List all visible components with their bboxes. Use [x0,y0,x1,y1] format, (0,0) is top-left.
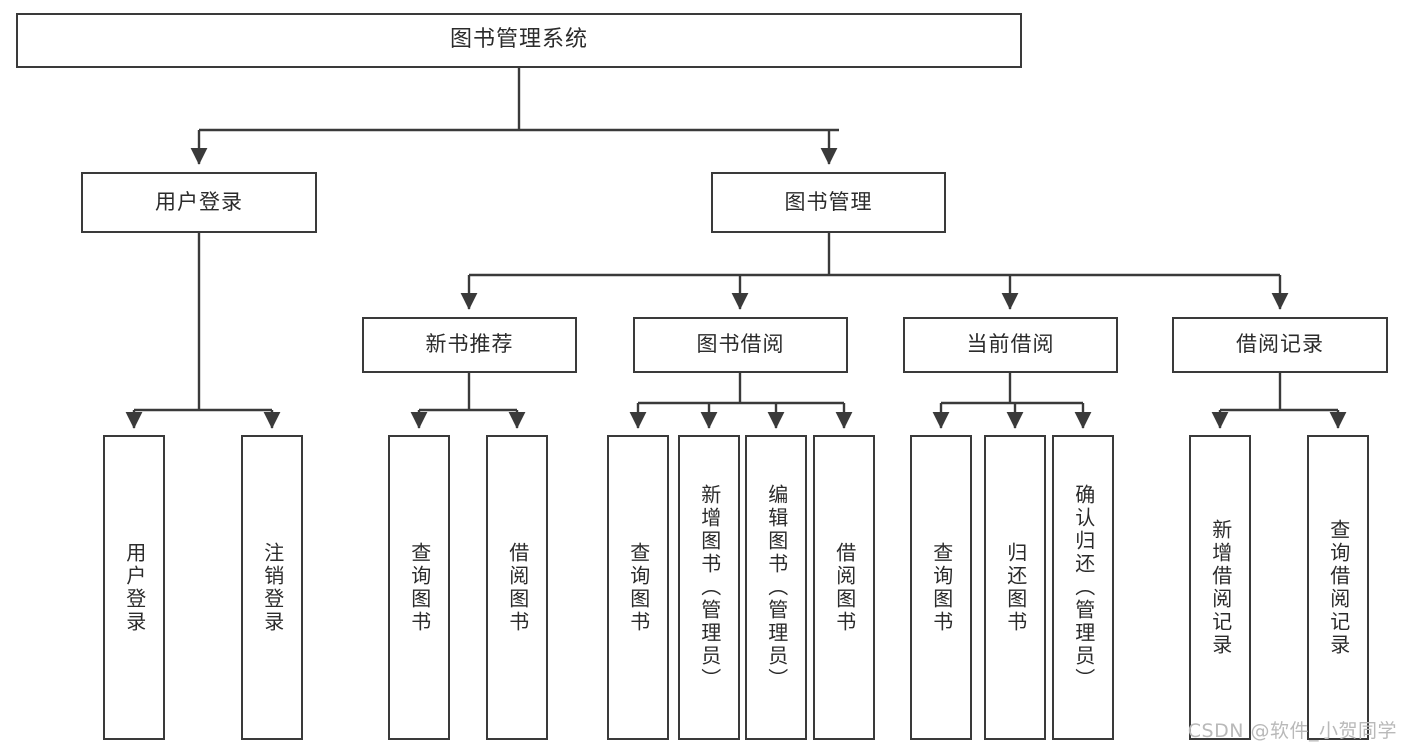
node-book-borrow[interactable]: 图书借阅 [633,317,848,373]
node-leaf-query-borrow-record[interactable]: 查询借阅记录 [1307,435,1369,740]
node-label: 用户登录 [155,189,243,214]
node-current-borrow[interactable]: 当前借阅 [903,317,1118,373]
node-leaf-logout[interactable]: 注销登录 [241,435,303,740]
node-label: 当前借阅 [966,332,1055,357]
node-root-book-management-system[interactable]: 图书管理系统 [16,13,1022,68]
node-book-management[interactable]: 图书管理 [711,172,946,233]
node-label: 新增借阅记录 [1208,518,1233,657]
node-label: 图书管理系统 [449,27,588,53]
node-label: 查询图书 [929,541,954,634]
node-label: 编辑图书（管理员） [764,484,789,691]
node-leaf-query-book-borrow[interactable]: 查询图书 [607,435,669,740]
node-label: 借阅记录 [1236,332,1324,357]
node-label: 图书借阅 [696,332,785,357]
node-borrow-record[interactable]: 借阅记录 [1172,317,1388,373]
node-leaf-query-book-rec[interactable]: 查询图书 [388,435,450,740]
node-leaf-borrow-book[interactable]: 借阅图书 [813,435,875,740]
node-leaf-add-borrow-record[interactable]: 新增借阅记录 [1189,435,1251,740]
node-label: 新增图书（管理员） [697,484,722,691]
node-leaf-edit-book-admin[interactable]: 编辑图书（管理员） [745,435,807,740]
node-label: 图书管理 [784,189,873,214]
node-leaf-return-book[interactable]: 归还图书 [984,435,1046,740]
node-label: 注销登录 [260,541,285,634]
node-label: 查询借阅记录 [1326,518,1351,657]
node-leaf-borrow-book-rec[interactable]: 借阅图书 [486,435,548,740]
node-leaf-add-book-admin[interactable]: 新增图书（管理员） [678,435,740,740]
node-label: 查询图书 [407,541,432,634]
node-user-login[interactable]: 用户登录 [81,172,317,233]
node-leaf-query-book-current[interactable]: 查询图书 [910,435,972,740]
node-label: 归还图书 [1003,541,1028,634]
node-label: 确认归还（管理员） [1071,484,1096,691]
node-leaf-user-login[interactable]: 用户登录 [103,435,165,740]
node-label: 借阅图书 [505,541,530,634]
node-label: 新书推荐 [425,332,514,357]
node-label: 用户登录 [122,541,147,634]
node-leaf-confirm-return-admin[interactable]: 确认归还（管理员） [1052,435,1114,740]
node-label: 查询图书 [626,541,651,634]
node-label: 借阅图书 [832,541,857,634]
node-new-book-recommend[interactable]: 新书推荐 [362,317,577,373]
